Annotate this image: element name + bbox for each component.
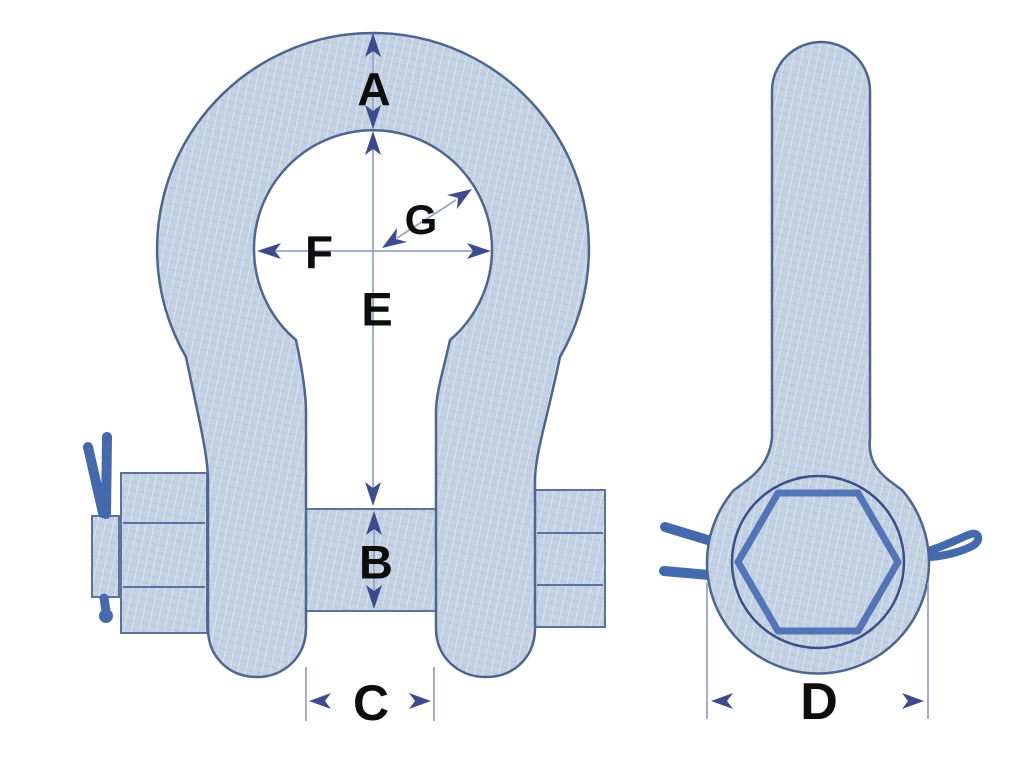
cotter-pin-prong [660, 522, 716, 546]
dimension-label-c: C [352, 675, 390, 731]
shackle-bow-body [155, 31, 591, 679]
cotter-pin-front [83, 432, 113, 623]
dimension-label-a: A [357, 63, 391, 115]
dimension-d [706, 583, 929, 719]
cotter-pin-stub [99, 593, 111, 616]
arrow-up-icon [365, 33, 381, 57]
arrow-left-icon [711, 693, 733, 709]
front-view [83, 31, 606, 721]
dimension-a [365, 33, 381, 129]
pin-threaded-end [91, 515, 120, 598]
cotter-pin-prong [83, 442, 108, 518]
hex-nut-side [120, 472, 208, 634]
arrow-left-icon [309, 693, 331, 709]
dimension-b [366, 511, 382, 609]
arrow-left-icon [257, 243, 281, 259]
side-view [659, 40, 983, 719]
dimension-f [257, 243, 491, 259]
dimension-c [305, 667, 435, 721]
arrow-diagonal-icon [382, 228, 407, 248]
dimension-label-e: E [361, 282, 393, 336]
cotter-pin-loop [924, 529, 983, 561]
arrow-right-icon [467, 243, 491, 259]
dimension-g [382, 189, 472, 248]
hex-nut-outline [734, 489, 902, 635]
cotter-pin-prong [659, 566, 714, 580]
dimension-label-d: D [800, 673, 838, 731]
washer-circle [730, 474, 906, 650]
arrow-up-icon [365, 131, 381, 155]
cotter-pin-prong [101, 432, 112, 519]
arrow-right-icon [902, 693, 924, 709]
arrow-down-icon [366, 585, 382, 609]
bolt-head [534, 489, 606, 628]
cotter-pin-side-prongs [659, 522, 716, 580]
dimension-label-f: F [304, 226, 334, 278]
arrow-up-icon [366, 511, 382, 535]
dimension-label-g: G [404, 196, 438, 243]
arrow-diagonal-icon [447, 189, 472, 209]
dimension-g-line [396, 199, 457, 239]
cotter-pin-stub-end [99, 609, 113, 623]
arrow-down-icon [365, 482, 381, 506]
dimension-label-b: B [359, 535, 393, 589]
dimension-e [365, 131, 381, 506]
arrow-right-icon [409, 693, 431, 709]
shackle-side-body [705, 40, 931, 675]
arrow-down-icon [365, 105, 381, 129]
